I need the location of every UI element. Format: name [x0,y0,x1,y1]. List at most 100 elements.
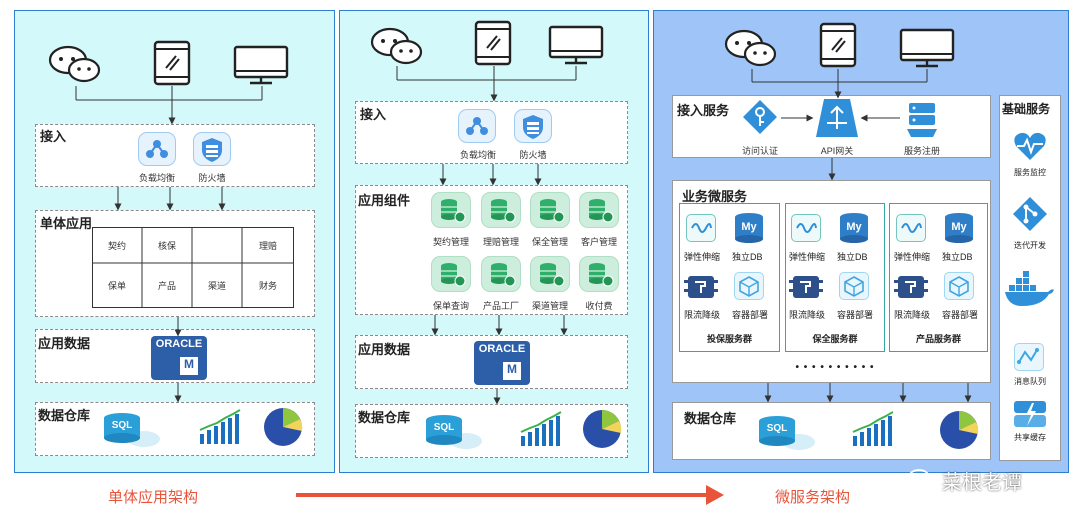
pie-chart-icon [583,410,622,448]
channel-mgmt-icon [530,256,570,292]
container-label: 容器部署 [837,310,874,320]
module-grid [92,227,294,308]
payment-icon [579,256,619,292]
firewall-label: 防火墙 [198,173,226,183]
oracle-label: ORACLE [478,343,526,355]
wechat-icon [370,27,423,65]
wechat-watermark-icon [908,469,937,490]
oracle-db-icon: ORACLE M [474,341,530,385]
rate-limit-icon [789,276,823,298]
mysql-badge: My [741,221,757,233]
claims-mgmt-icon [481,192,521,228]
elastic-label: 弹性伸缩 [894,252,931,262]
bar-chart-icon [852,411,894,446]
more-services-dots: • • • • • • • • • • [795,362,875,373]
customer-mgmt-icon [579,192,619,228]
rate-limit-icon [684,276,718,298]
elastic-label: 弹性伸缩 [684,252,721,262]
db-label: 独立DB [837,252,868,262]
mq-label: 消息队列 [1014,377,1046,386]
elastic-scaling-icon [791,214,821,242]
components-warehouse-box [355,404,628,458]
rate-limit-icon [894,276,928,298]
load-balancer-icon [458,109,496,143]
heart-monitor-icon [1014,132,1046,160]
sql-label: SQL [433,422,455,433]
module-product: 产品 [157,281,176,291]
degrade-label: 限流降级 [684,310,721,320]
wechat-icon [724,29,777,67]
elastic-scaling-icon [686,214,716,242]
container-icon [734,272,764,300]
sql-cloud-icon: SQL [100,409,162,447]
product-factory-label: 产品工厂 [482,301,519,311]
iteration-label: 迭代开发 [1014,241,1046,250]
channel-mgmt-label: 渠道管理 [531,301,568,311]
brand-watermark: 菜根老谭 [942,470,1022,494]
container-icon [839,272,869,300]
api-gateway-icon [816,99,858,137]
container-label: 容器部署 [942,310,979,320]
module-finance: 财务 [258,281,277,291]
git-icon [1013,197,1047,231]
tablet-icon [153,40,191,86]
monolith-arch-label: 单体应用架构 [108,489,199,506]
monitor-icon [899,28,955,68]
product-factory-icon [481,256,521,292]
degrade-label: 限流降级 [789,310,826,320]
tablet-icon [474,20,512,66]
mysql-badge: My [951,221,967,233]
monitor-label: 服务监控 [1014,168,1046,177]
elastic-scaling-icon [896,214,926,242]
cluster-name: 产品服务群 [915,334,961,344]
load-balancer-label: 负载均衡 [138,173,175,183]
module-policy: 保单 [107,281,126,291]
message-queue-icon [1014,343,1044,371]
pie-chart-icon [940,411,979,449]
components-app-title: 应用组件 [358,193,411,208]
mysql-db-icon: My [733,212,765,244]
policy-query-label: 保单查询 [432,301,469,311]
shared-cache-icon [1014,401,1046,427]
policy-query-icon [431,256,471,292]
pie-chart-icon [264,408,303,446]
base-services-title: 基础服务 [1002,102,1051,116]
components-access-title: 接入 [360,107,387,122]
mysql-db-icon: My [943,212,975,244]
oracle-m-badge: M [179,356,199,376]
preservation-mgmt-label: 保全管理 [531,237,568,247]
components-warehouse-title: 数据仓库 [358,410,411,425]
oracle-db-icon: ORACLE M [151,336,207,380]
sql-label: SQL [111,420,133,431]
api-gateway-label: API网关 [820,146,854,156]
micro-warehouse-box [672,402,991,460]
bar-chart-icon [199,409,241,444]
elastic-label: 弹性伸缩 [789,252,826,262]
oracle-m-badge: M [502,361,522,381]
payment-label: 收付费 [585,301,613,311]
bar-chart-icon [520,411,562,446]
components-data-title: 应用数据 [358,342,411,357]
firewall-icon [193,132,231,166]
firewall-icon [514,109,552,143]
micro-services-title: 业务微服务 [682,189,748,204]
mysql-badge: My [846,221,862,233]
auth-label: 访问认证 [741,146,778,156]
sql-cloud-icon: SQL [422,411,484,449]
container-icon [944,272,974,300]
load-balancer-icon [138,132,176,166]
contract-mgmt-label: 契约管理 [432,237,469,247]
load-balancer-label: 负载均衡 [459,150,496,160]
micro-warehouse-title: 数据仓库 [684,411,737,426]
registry-label: 服务注册 [903,146,940,156]
micro-access-title: 接入服务 [677,103,730,118]
customer-mgmt-label: 客户管理 [580,237,617,247]
sql-cloud-icon: SQL [755,412,817,450]
docker-icon [1005,271,1054,306]
db-label: 独立DB [732,252,763,262]
degrade-label: 限流降级 [894,310,931,320]
module-contract: 契约 [107,240,126,251]
monitor-icon [233,45,289,85]
monitor-icon [548,25,604,65]
module-channel: 渠道 [207,281,226,291]
